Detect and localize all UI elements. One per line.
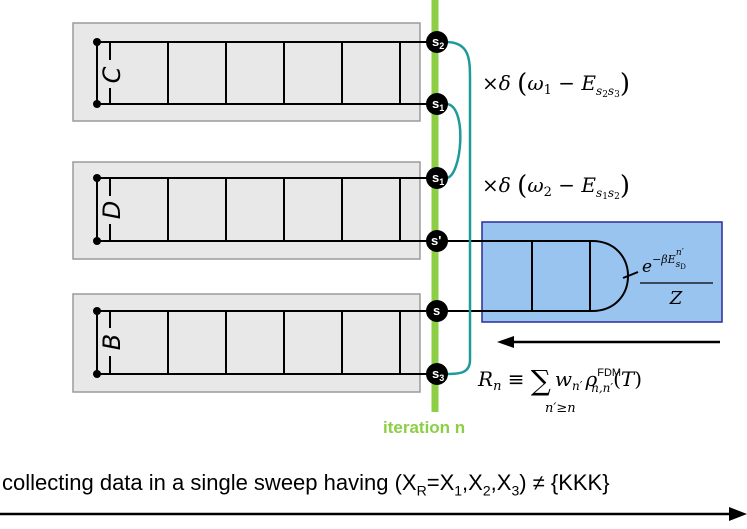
site-circles (426, 31, 448, 385)
sweep-arrow (0, 507, 747, 521)
site-label-s3: s3 (432, 366, 444, 383)
connector-curves (445, 40, 472, 376)
boltzmann-numerator: e−βEsDn′ (642, 248, 686, 277)
leftward-arrow (497, 336, 720, 348)
site-label-s-prime: s' (431, 233, 441, 248)
ladder-b (96, 310, 432, 375)
iteration-label: iteration n (383, 418, 466, 437)
density-matrix-box (481, 221, 723, 323)
delta-omega1-equation: ×δ (ω1 − Es2s3) (482, 69, 630, 100)
sweep-caption: collecting data in a single sweep having… (2, 470, 610, 499)
site-label-s: s (433, 303, 440, 318)
block-label-d: D (98, 201, 126, 219)
boltzmann-denominator: Z (669, 288, 683, 309)
density-ladder (432, 240, 639, 312)
sum-subscript: n′≥n (545, 401, 576, 416)
ladder-d (96, 177, 432, 242)
end-dots (93, 38, 101, 378)
delta-omega2-equation: ×δ (ω2 − Es1s2) (482, 171, 630, 202)
block-label-c: C (98, 66, 126, 83)
site-label-s1-lower: s1 (432, 170, 444, 187)
site-label-s1-upper: s1 (432, 96, 444, 113)
block-label-b: B (98, 334, 126, 350)
site-label-s2: s2 (432, 34, 444, 51)
